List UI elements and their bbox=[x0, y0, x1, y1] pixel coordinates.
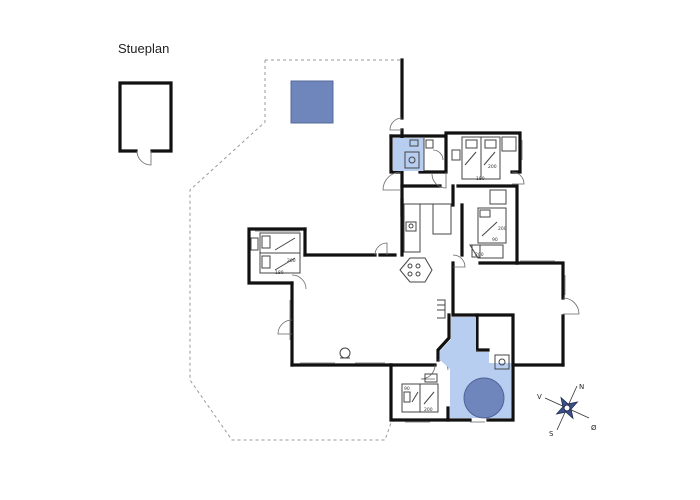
bedroom-right-lower: 200 bbox=[469, 244, 504, 259]
bedroom-top-right: 200 180 bbox=[451, 136, 517, 182]
bedroom-left: 200 180 bbox=[250, 232, 301, 276]
bed-length-label: 200 bbox=[475, 252, 484, 258]
bedroom-right-upper: 200 90 bbox=[477, 189, 507, 244]
bed-width-label: 90 bbox=[404, 386, 410, 392]
spa-room bbox=[440, 317, 511, 419]
bathroom-top bbox=[393, 138, 444, 171]
terrace-square bbox=[290, 80, 334, 124]
compass-n: N bbox=[579, 383, 584, 391]
bed-length-label: 200 bbox=[488, 164, 497, 170]
doors bbox=[277, 117, 580, 421]
compass-v: V bbox=[537, 393, 542, 401]
bed-length-label: 200 bbox=[287, 258, 296, 264]
windows bbox=[255, 140, 566, 423]
plan-title: Stueplan bbox=[118, 41, 170, 56]
compass-rose: N S Ø V bbox=[537, 383, 597, 438]
compass-s: S bbox=[549, 430, 554, 438]
bed-width-label: 90 bbox=[492, 237, 498, 243]
bed-length-label: 200 bbox=[424, 407, 433, 413]
shed-walls bbox=[118, 81, 173, 153]
bedroom-bottom: 200 90 bbox=[401, 373, 439, 413]
shed-door bbox=[136, 150, 152, 166]
bed-width-label: 180 bbox=[476, 176, 485, 182]
kitchen bbox=[399, 203, 452, 283]
compass-o: Ø bbox=[591, 424, 597, 432]
bed-length-label: 200 bbox=[498, 226, 507, 232]
living-room bbox=[339, 299, 446, 359]
bed-width-label: 180 bbox=[275, 270, 284, 276]
